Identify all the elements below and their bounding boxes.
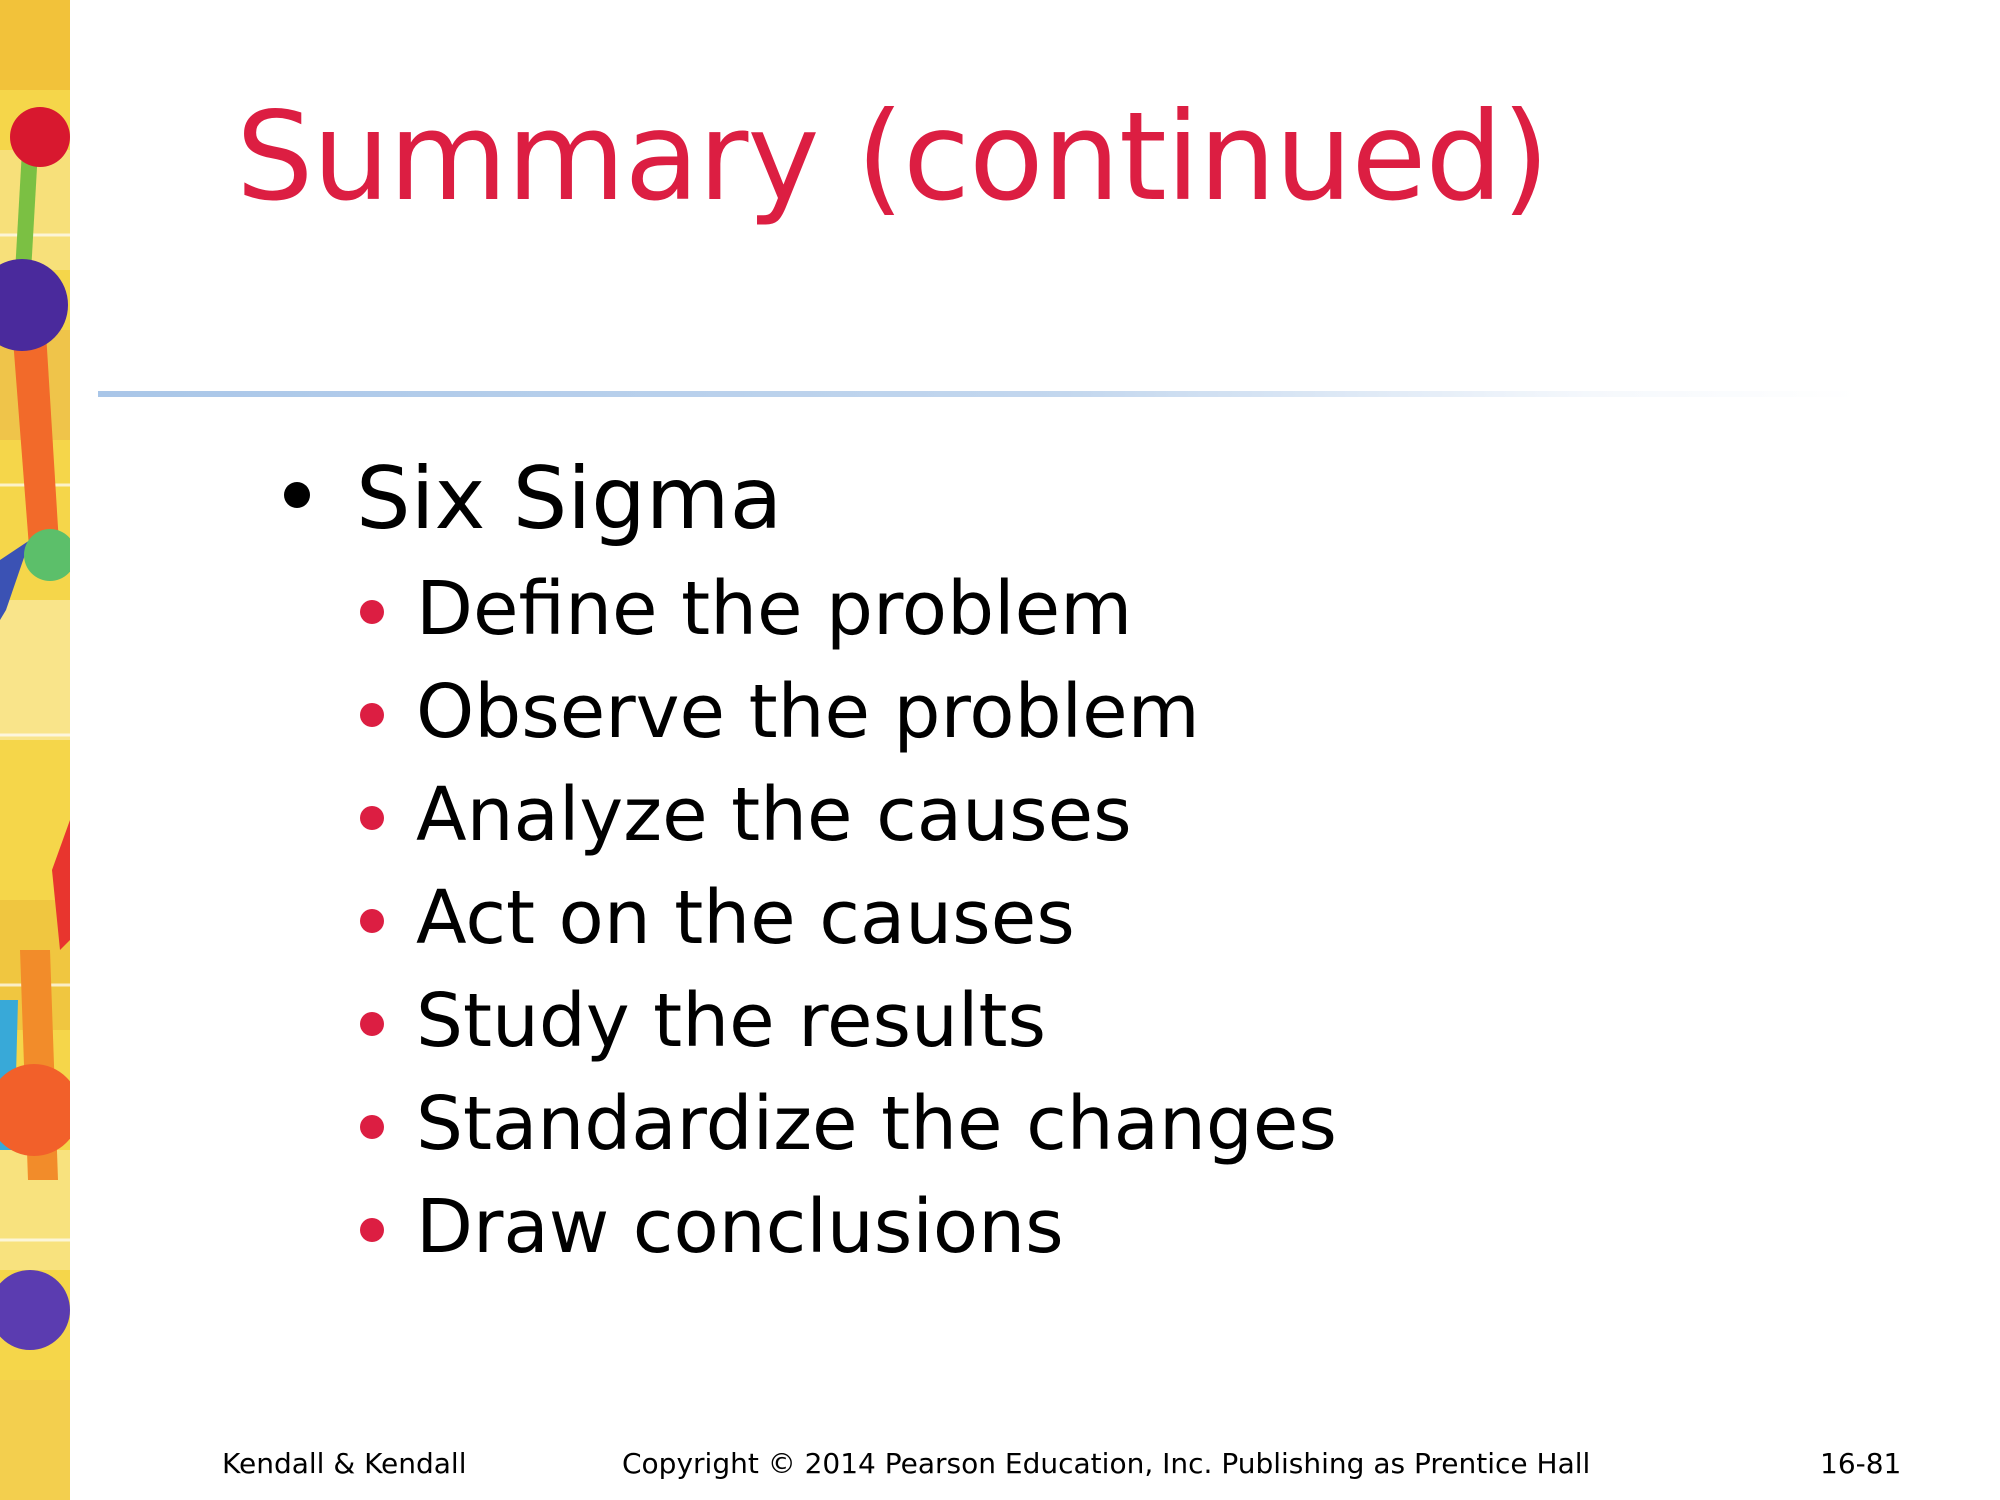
sub-bullet-item: Act on the causes	[360, 867, 1337, 970]
bullet-list: Six Sigma Define the problem Observe the…	[270, 440, 1337, 1279]
footer-authors: Kendall & Kendall	[222, 1447, 467, 1480]
sub-bullet-item: Define the problem	[360, 558, 1337, 661]
sub-bullet-item: Draw conclusions	[360, 1176, 1337, 1279]
sub-bullet-dot-icon	[360, 600, 384, 624]
sub-bullet-list: Define the problem Observe the problem A…	[270, 558, 1337, 1279]
sub-bullet-text: Study the results	[416, 978, 1047, 1064]
sub-bullet-text: Analyze the causes	[416, 772, 1132, 858]
bullet-dot-icon	[284, 482, 310, 508]
sub-bullet-text: Standardize the changes	[416, 1081, 1337, 1167]
sub-bullet-text: Act on the causes	[416, 875, 1075, 961]
bullet-item: Six Sigma	[270, 440, 1337, 558]
footer-slide-number: 16-81	[1820, 1447, 1902, 1480]
mosaic-art	[0, 0, 70, 1500]
decorative-side-strip	[0, 0, 70, 1500]
sub-bullet-dot-icon	[360, 806, 384, 830]
sub-bullet-item: Observe the problem	[360, 661, 1337, 764]
footer-copyright: Copyright © 2014 Pearson Education, Inc.…	[622, 1447, 1591, 1480]
slide-title: Summary (continued)	[236, 86, 1549, 228]
sub-bullet-dot-icon	[360, 1012, 384, 1036]
sub-bullet-text: Draw conclusions	[416, 1184, 1064, 1270]
bullet-text: Six Sigma	[356, 449, 783, 549]
sub-bullet-item: Study the results	[360, 970, 1337, 1073]
sub-bullet-text: Observe the problem	[416, 669, 1200, 755]
sub-bullet-text: Define the problem	[416, 566, 1133, 652]
sub-bullet-dot-icon	[360, 1115, 384, 1139]
sub-bullet-item: Standardize the changes	[360, 1073, 1337, 1176]
sub-bullet-dot-icon	[360, 909, 384, 933]
sub-bullet-dot-icon	[360, 1218, 384, 1242]
sub-bullet-item: Analyze the causes	[360, 764, 1337, 867]
sub-bullet-dot-icon	[360, 703, 384, 727]
title-divider	[98, 391, 1858, 397]
